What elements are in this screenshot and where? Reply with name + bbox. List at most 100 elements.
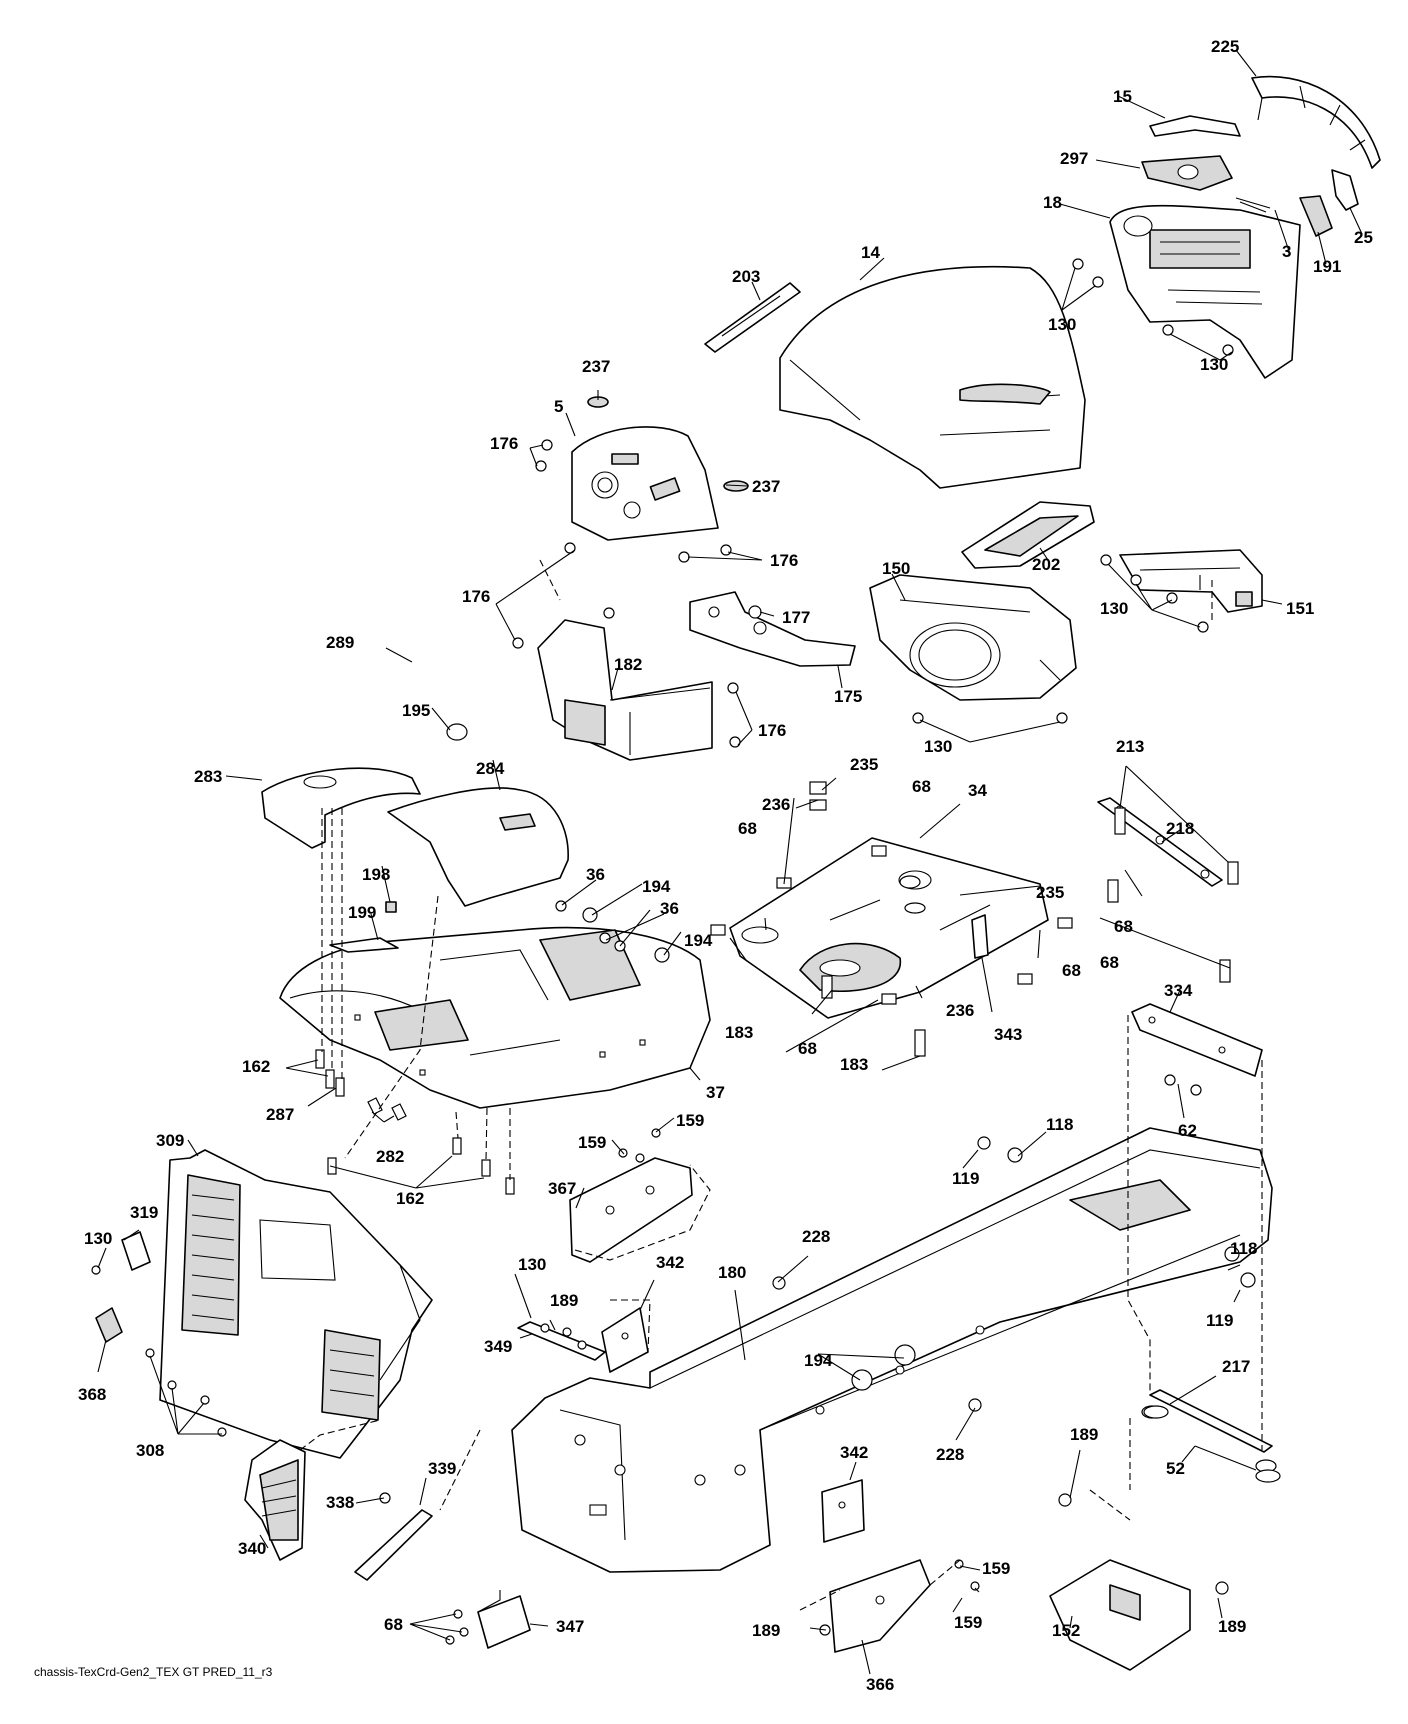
callout: 68 [912, 777, 931, 796]
callout: 236 [946, 1001, 974, 1020]
callout: 366 [866, 1675, 894, 1694]
assembly-lines [299, 559, 1263, 1611]
callout: 217 [1222, 1357, 1250, 1376]
callout: 162 [242, 1057, 270, 1076]
callout: 194 [804, 1351, 833, 1370]
part-339-bracket [354, 1509, 433, 1581]
callout: 118 [1230, 1239, 1257, 1258]
callout: 191 [1313, 257, 1341, 276]
callout: 5 [554, 397, 563, 416]
callout: 367 [548, 1179, 576, 1198]
callout: 130 [924, 737, 952, 756]
part-334-bracket [1131, 1003, 1263, 1077]
callout: 130 [1048, 315, 1076, 334]
callout: 130 [518, 1255, 546, 1274]
callout: 236 [762, 795, 790, 814]
part-297-emblem [1141, 155, 1233, 191]
callout: 159 [676, 1111, 704, 1130]
callout: 368 [78, 1385, 106, 1404]
callout: 319 [130, 1203, 158, 1222]
callout: 183 [840, 1055, 868, 1074]
callout: 68 [1100, 953, 1119, 972]
callout: 151 [1286, 599, 1314, 618]
callout: 14 [861, 243, 880, 262]
callout: 180 [718, 1263, 746, 1282]
callout: 130 [1200, 355, 1228, 374]
callout: 36 [586, 865, 605, 884]
callout: 342 [656, 1253, 684, 1272]
callout: 194 [642, 877, 671, 896]
part-347-bracket [477, 1590, 531, 1649]
callout: 309 [156, 1131, 184, 1150]
part-342-bracket [601, 1307, 865, 1543]
part-14-hood [779, 265, 1086, 489]
callout: 68 [1114, 917, 1133, 936]
callout: 237 [752, 477, 780, 496]
part-343-bracket [971, 914, 989, 959]
callout: 349 [484, 1337, 512, 1356]
callout: 189 [550, 1291, 578, 1310]
callout: 62 [1178, 1121, 1197, 1140]
callout: 334 [1164, 981, 1193, 1000]
part-225-hood-bracket [1251, 75, 1381, 169]
callout: 189 [752, 1621, 780, 1640]
callout: 189 [1218, 1617, 1246, 1636]
callout: 338 [326, 1493, 354, 1512]
callout: 213 [1116, 737, 1144, 756]
callout: 195 [402, 701, 430, 720]
callout: 183 [725, 1023, 753, 1042]
callout: 182 [614, 655, 642, 674]
callout: 119 [1206, 1311, 1233, 1330]
part-25-latch [1331, 169, 1359, 211]
part-182-dash-cover [537, 619, 713, 761]
part-235-236-spacers [809, 781, 926, 914]
callout: 177 [782, 608, 810, 627]
callout: 340 [238, 1539, 266, 1558]
callout: 237 [582, 357, 610, 376]
callout: 176 [490, 434, 518, 453]
part-340-grille-insert [244, 1439, 306, 1561]
callout: 159 [954, 1613, 982, 1632]
callout: 52 [1166, 1459, 1185, 1478]
callout: 199 [348, 903, 376, 922]
part-367-bracket [569, 1157, 693, 1263]
part-202-handle [961, 501, 1095, 569]
part-282-clips [367, 1097, 407, 1121]
part-319-bracket [121, 1231, 151, 1271]
callout: 347 [556, 1617, 584, 1636]
callout: 297 [1060, 149, 1088, 168]
part-152-guard [1049, 1559, 1191, 1671]
callout: 287 [266, 1105, 294, 1124]
callout: 176 [770, 551, 798, 570]
callout: 18 [1043, 193, 1062, 212]
callout: 189 [1070, 1425, 1098, 1444]
callout-labels: 225 15 297 18 3 25 191 203 14 130 130 23… [78, 37, 1373, 1694]
part-3-clip [1235, 197, 1271, 213]
part-150-fan-housing [869, 574, 1077, 701]
callout: 228 [936, 1445, 964, 1464]
callout: 218 [1166, 819, 1194, 838]
callout: 130 [1100, 599, 1128, 618]
callout: 119 [952, 1169, 979, 1188]
callout: 339 [428, 1459, 456, 1478]
part-15-trim [1149, 115, 1241, 137]
part-34-mount-plate [729, 837, 1049, 1019]
callout: 162 [396, 1189, 424, 1208]
callout: 284 [476, 759, 505, 778]
part-366-bracket [829, 1559, 931, 1653]
part-5-dash-panel [571, 426, 719, 541]
callout: 68 [738, 819, 757, 838]
callout: 118 [1046, 1115, 1073, 1134]
part-283-fender [261, 767, 421, 849]
callout: 36 [660, 899, 679, 918]
callout: 68 [798, 1039, 817, 1058]
callout: 225 [1211, 37, 1239, 56]
callout: 150 [882, 559, 910, 578]
part-217-rod [1141, 1389, 1277, 1473]
part-309-front-frame [159, 1149, 433, 1459]
leader-lines [97, 49, 1363, 1675]
part-175-bracket [689, 591, 856, 667]
callout: 159 [578, 1133, 606, 1152]
callout: 342 [840, 1443, 868, 1462]
